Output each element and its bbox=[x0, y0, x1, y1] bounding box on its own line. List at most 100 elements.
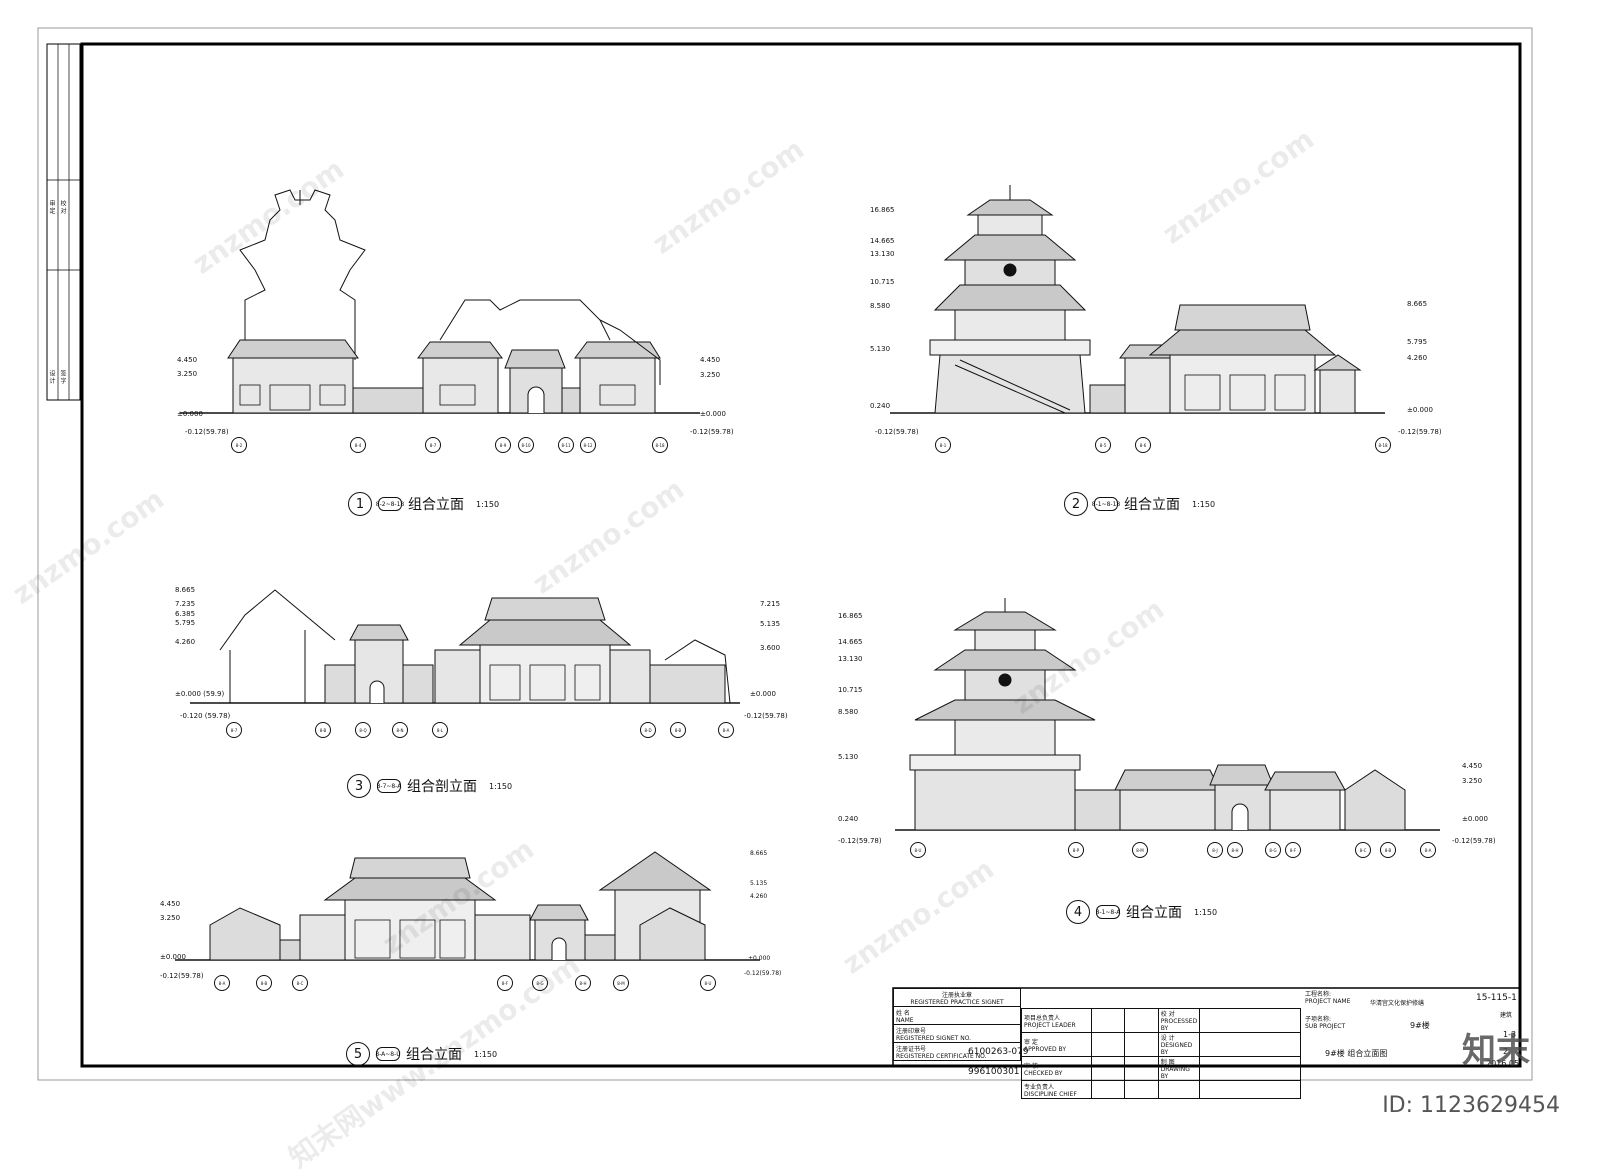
level-label: -0.12(59.78) bbox=[838, 837, 882, 845]
level-label: 4.450 bbox=[177, 356, 198, 364]
level-label: -0.12(59.78) bbox=[185, 428, 229, 436]
project-label-cn: 工程名称: bbox=[1305, 991, 1332, 998]
axis-bubble: 8-M bbox=[613, 975, 629, 991]
cert-label: 注册证书号 bbox=[896, 1045, 927, 1053]
axis-bubble: 8-10 bbox=[518, 437, 534, 453]
level-label: ±0.000 bbox=[160, 953, 186, 961]
level-label: 0.240 bbox=[838, 815, 859, 823]
axis-bubble: 8-M bbox=[1132, 842, 1148, 858]
axis-bubble: 8-P bbox=[1068, 842, 1084, 858]
level-label: 16.865 bbox=[870, 206, 895, 214]
level-label: ±0.000 bbox=[748, 955, 771, 962]
level-label: -0.120 (59.78) bbox=[180, 712, 231, 720]
version-value: 2 bbox=[1503, 1047, 1509, 1056]
role-label-en: DESIGNED BY bbox=[1160, 1042, 1193, 1056]
axis-bubble: 8-B bbox=[256, 975, 272, 991]
level-label: -0.12(59.78) bbox=[875, 428, 919, 436]
level-label: 8.665 bbox=[750, 850, 768, 857]
axis-bubble: 8-5 bbox=[1095, 437, 1111, 453]
scale-label: 1:150 bbox=[474, 1049, 498, 1059]
level-label: 10.715 bbox=[870, 278, 895, 286]
axis-bubble: 8-7 bbox=[425, 437, 441, 453]
level-label: 0.240 bbox=[870, 402, 891, 410]
margin-label: 签 字 bbox=[59, 370, 66, 384]
axis-bubble: 8-18 bbox=[1375, 437, 1391, 453]
drawing-number-value: 1-3 bbox=[1503, 1030, 1517, 1039]
axis-bubble: 8-C bbox=[1355, 842, 1371, 858]
elevation-title: 组合立面 bbox=[406, 1047, 462, 1063]
drawing-number: 3 bbox=[347, 774, 371, 798]
level-label: 7.215 bbox=[760, 600, 781, 608]
reg-no-label: 注册印章号 bbox=[896, 1027, 927, 1035]
axis-bubble: 8-H bbox=[575, 975, 591, 991]
level-label: 14.665 bbox=[870, 237, 895, 245]
elevation-title: 组合立面 bbox=[1124, 497, 1180, 513]
drawing-canvas bbox=[37, 27, 1533, 1081]
level-label: 8.665 bbox=[1407, 300, 1428, 308]
elevation-1 bbox=[180, 189, 700, 414]
level-label: 5.795 bbox=[1407, 338, 1428, 346]
level-label: 7.235 bbox=[175, 600, 196, 608]
axis-bubble: 8-F bbox=[1285, 842, 1301, 858]
level-label: 4.450 bbox=[700, 356, 721, 364]
level-label: ±0.000 (59.9) bbox=[175, 690, 225, 698]
axis-bubble: 8-B bbox=[315, 722, 331, 738]
role-label: 项目总负责人 bbox=[1024, 1014, 1061, 1022]
axis-bubble: 8-12 bbox=[580, 437, 596, 453]
drawing-sheet: 4.450 3.250 ±0.000 -0.12(59.78) 4.450 3.… bbox=[7, 27, 1560, 1174]
name-label-en: NAME bbox=[896, 1016, 914, 1024]
level-label: 8.580 bbox=[870, 302, 891, 310]
level-label: 3.250 bbox=[700, 371, 721, 379]
level-label: 4.260 bbox=[750, 893, 768, 900]
level-label: 5.135 bbox=[760, 620, 781, 628]
axis-bubble: 8-N bbox=[392, 722, 408, 738]
level-label: 5.130 bbox=[838, 753, 859, 761]
drawing-number: 2 bbox=[1064, 492, 1088, 516]
axis-bubble: 8-H bbox=[1227, 842, 1243, 858]
axis-bubble: 8-A bbox=[718, 722, 734, 738]
elevation-3 bbox=[190, 589, 740, 704]
drawing-title: 9#楼 组合立面图 bbox=[1325, 1049, 1388, 1058]
level-label: -0.12(59.78) bbox=[744, 712, 788, 720]
discipline: 建筑 bbox=[1500, 1012, 1513, 1019]
role-label: 校 对 bbox=[1160, 1011, 1175, 1018]
level-label: 5.130 bbox=[870, 345, 891, 353]
axis-bubble: 8-18 bbox=[652, 437, 668, 453]
level-label: 13.130 bbox=[838, 655, 863, 663]
axis-bubble: 8-U bbox=[910, 842, 926, 858]
cert-label-en: REGISTERED CERTIFICATE NO. bbox=[896, 1052, 987, 1060]
axis-range-tag: 8-1~8-18 bbox=[1092, 497, 1120, 511]
scale-label: 1:150 bbox=[476, 499, 500, 509]
level-label: 13.130 bbox=[870, 250, 895, 258]
seal-title: 注册执业章 bbox=[941, 991, 972, 999]
axis-range-tag: 8-7~8-A bbox=[377, 779, 401, 793]
axis-bubble: 8-Q bbox=[355, 722, 371, 738]
level-label: -0.12(59.78) bbox=[690, 428, 734, 436]
margin-label: 审 定 bbox=[48, 200, 55, 214]
elevation-title: 组合剖立面 bbox=[407, 779, 477, 795]
date-value: 2016.05 bbox=[1486, 1059, 1520, 1068]
elevation-title: 组合立面 bbox=[408, 497, 464, 513]
role-label: 审 核 bbox=[1024, 1062, 1038, 1070]
scale-label: 1:150 bbox=[1194, 907, 1218, 917]
seal-title-en: REGISTERED PRACTICE SIGNET bbox=[910, 998, 1004, 1006]
reg-no-value: 6100263-079 bbox=[968, 1047, 1029, 1057]
axis-bubble: 8-B bbox=[670, 722, 686, 738]
level-label: -0.12(59.78) bbox=[1452, 837, 1496, 845]
level-label: ±0.000 bbox=[750, 690, 776, 698]
elevation-caption-3: 3 8-7~8-A 组合剖立面 1:150 bbox=[347, 774, 512, 798]
level-label: 3.250 bbox=[177, 370, 198, 378]
margin-label: 校 对 bbox=[59, 200, 66, 214]
axis-bubble: 8-11 bbox=[558, 437, 574, 453]
level-label: 14.665 bbox=[838, 638, 863, 646]
reg-no-label-en: REGISTERED SIGNET NO. bbox=[896, 1034, 972, 1042]
level-label: 8.580 bbox=[838, 708, 859, 716]
axis-range-tag: 8-2~8-18 bbox=[376, 497, 404, 511]
axis-bubble: 8-A bbox=[1420, 842, 1436, 858]
project-label: 工程名称:PROJECT NAME bbox=[1305, 991, 1350, 1005]
level-label: 8.665 bbox=[175, 586, 196, 594]
level-label: ±0.000 bbox=[1407, 406, 1433, 414]
level-label: ±0.000 bbox=[177, 410, 203, 418]
